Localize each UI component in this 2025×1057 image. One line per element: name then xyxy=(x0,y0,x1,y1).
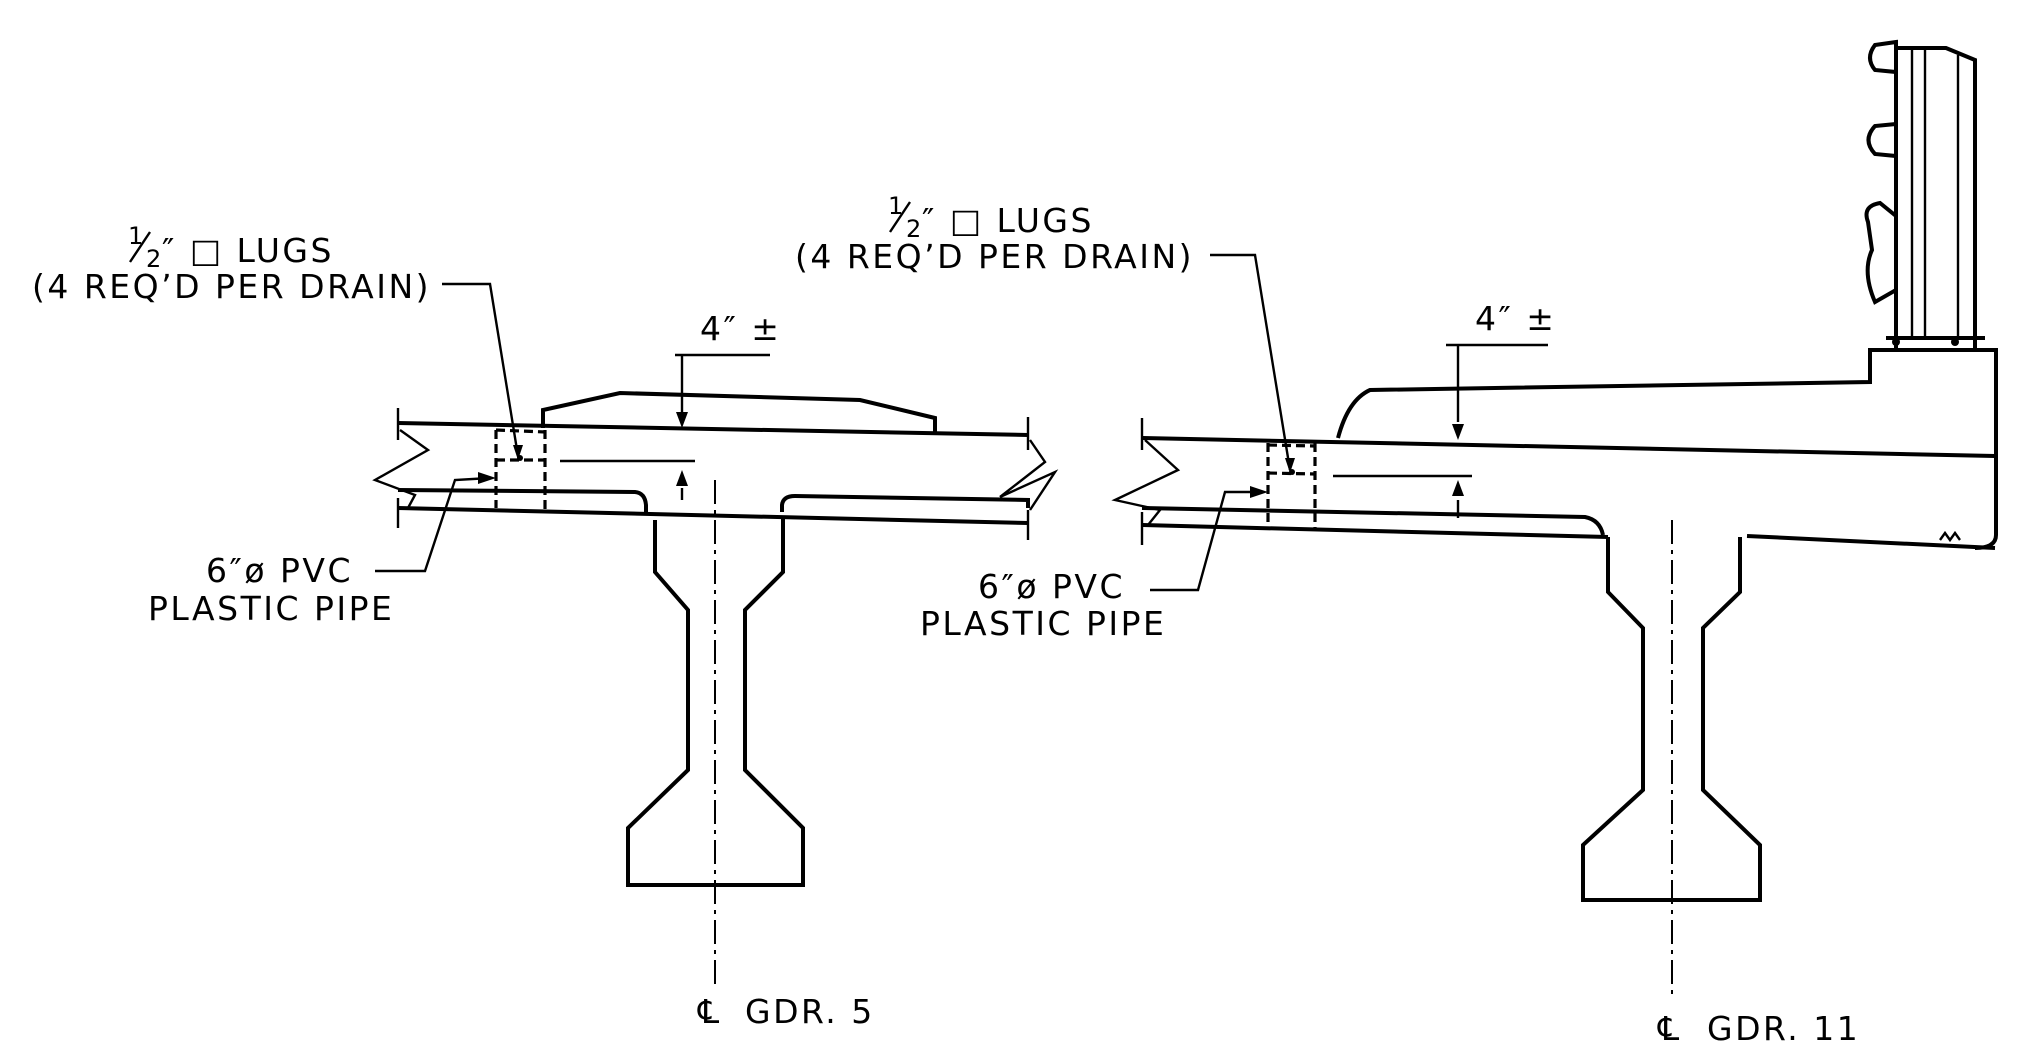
right-lugs-leader xyxy=(1210,253,1295,473)
right-pipe-leader xyxy=(1150,486,1268,592)
left-girder-label: GDR. 5 xyxy=(745,992,875,1031)
left-overlay xyxy=(541,390,937,432)
left-lugs-fraction-num: 1 xyxy=(128,222,143,250)
right-lugs-fraction-num: 1 xyxy=(888,192,903,220)
left-lugs-note: (4 REQ’D PER DRAIN) xyxy=(32,267,431,306)
left-dimension-label: 4″ ± xyxy=(700,309,781,348)
left-lugs-label: ″ □ LUGS xyxy=(162,231,334,270)
left-lugs-fraction-den: 2 xyxy=(146,245,161,273)
left-pipe-label-2: PLASTIC PIPE xyxy=(148,589,394,628)
right-pipe-label: 6″ø PVC xyxy=(978,567,1125,606)
right-pipe-label-2: PLASTIC PIPE xyxy=(920,604,1166,643)
right-girder-label: GDR. 11 xyxy=(1707,1009,1860,1048)
left-pipe-leader xyxy=(375,472,496,573)
left-detail: 1 2 ″ □ LUGS (4 REQ’D PER DRAIN) 4″ ± 6″… xyxy=(32,222,1059,1031)
right-barrier xyxy=(1336,348,1998,550)
left-centerline-symbol: ℄ xyxy=(697,992,722,1031)
left-drain-pipe xyxy=(494,428,547,510)
left-deck-slab xyxy=(396,408,1030,540)
right-lugs-note: (4 REQ’D PER DRAIN) xyxy=(795,237,1194,276)
left-lugs-leader xyxy=(442,282,523,460)
right-dimension xyxy=(1333,343,1548,518)
right-detail: 1 2 ″ □ LUGS (4 REQ’D PER DRAIN) 4″ ± 6″… xyxy=(795,39,1998,1048)
right-railing-post xyxy=(1864,39,1985,348)
right-lugs-fraction-den: 2 xyxy=(906,215,921,243)
right-lugs-label: ″ □ LUGS xyxy=(922,201,1094,240)
left-pipe-label: 6″ø PVC xyxy=(206,551,353,590)
left-break-line-left xyxy=(372,429,431,509)
right-centerline-symbol: ℄ xyxy=(1657,1009,1682,1048)
right-deck-slab xyxy=(1140,418,1996,550)
right-drain-pipe xyxy=(1266,443,1317,528)
right-dimension-label: 4″ ± xyxy=(1475,299,1556,338)
right-break-line xyxy=(1111,439,1181,526)
left-dimension xyxy=(560,353,770,500)
left-break-line-right xyxy=(999,439,1059,511)
